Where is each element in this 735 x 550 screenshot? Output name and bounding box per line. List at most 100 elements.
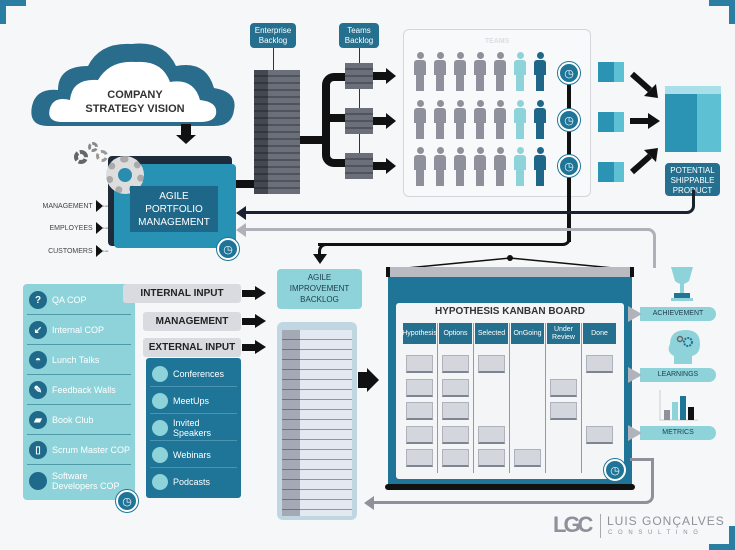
product-box-top: [665, 86, 721, 94]
team-member-icon: [433, 100, 447, 140]
team-member-icon: [453, 147, 467, 187]
kanban-column-divider: [509, 323, 510, 473]
stakeholder-customers: CUSTOMERS····: [48, 245, 109, 257]
external-input-label: EXTERNAL INPUT: [143, 338, 241, 357]
arrow-head: [628, 425, 642, 441]
gear-icon: [96, 150, 108, 162]
increment-box-icon: [598, 162, 624, 182]
kanban-column-header: Done: [583, 323, 616, 344]
kanban-card[interactable]: [550, 378, 577, 397]
team-member-icon: [533, 100, 547, 140]
improvement-line3: BACKLOG: [300, 295, 339, 304]
outcome-learnings: LEARNINGS: [640, 368, 716, 382]
external-item: Webinars: [150, 442, 237, 468]
team-member-icon: [433, 147, 447, 187]
arrow-right: [373, 162, 387, 170]
connector: [300, 136, 328, 144]
external-item-label: Conferences: [173, 368, 225, 379]
internal-item: ✎Feedback Walls: [27, 376, 131, 405]
handshake-icon: [152, 392, 168, 409]
kanban-column-header: Under Review: [547, 323, 580, 344]
kanban-card[interactable]: [406, 425, 433, 444]
portfolio-label: AGILE PORTFOLIO MANAGEMENT: [130, 186, 218, 232]
trophy-icon: [671, 267, 693, 301]
arrow-head: [628, 306, 642, 322]
teams-title: TEAMS: [484, 38, 510, 45]
management-input-label: MANAGEMENT: [143, 312, 241, 331]
external-item: Conferences: [150, 361, 237, 387]
kanban-column-header: Selected: [475, 323, 508, 344]
sprint-clock-icon: ◷: [558, 109, 580, 131]
kanban-column-header: Hypothesis: [402, 323, 437, 344]
improvement-backlog-tag: AGILE IMPROVEMENT BACKLOG: [277, 269, 362, 309]
internal-item-label: Scrum Master COP: [52, 445, 131, 455]
kanban-card[interactable]: [406, 449, 433, 467]
corner-decoration: [0, 0, 6, 24]
increment-box-icon: [598, 62, 624, 82]
external-item: MeetUps: [150, 388, 237, 414]
kanban-card[interactable]: [586, 425, 613, 444]
arrow-head: [386, 158, 396, 174]
cycle-clock-icon: ◷: [116, 490, 138, 512]
code-icon: [29, 471, 47, 490]
stakeholder-label: EMPLOYEES: [49, 224, 93, 232]
logo-sub: C O N S U L T I N G: [608, 530, 700, 536]
connector: [326, 114, 350, 122]
team-member-icon: [493, 100, 507, 140]
teams-to-improvement-line: [318, 232, 571, 246]
kanban-card[interactable]: [478, 449, 505, 467]
arrow-head: [386, 68, 396, 84]
portfolio-line2: PORTFOLIO: [145, 204, 203, 215]
kanban-card[interactable]: [586, 355, 613, 373]
cycle-clock-icon: ◷: [217, 238, 239, 260]
book-icon: ▰: [29, 411, 47, 429]
enterprise-backlog-side: [254, 70, 268, 194]
kanban-card[interactable]: [550, 402, 577, 420]
kanban-card[interactable]: [406, 355, 433, 373]
external-item: Invited Speakers: [150, 415, 237, 441]
team-backlog-cube: [345, 153, 373, 179]
teams-to-improvement-curve: [318, 243, 334, 255]
kanban-card[interactable]: [406, 402, 433, 420]
logo-name: LUIS GONÇALVES: [607, 514, 725, 528]
stakeholder-label: CUSTOMERS: [48, 247, 93, 255]
kanban-card[interactable]: [478, 355, 505, 373]
team-member-icon: [513, 147, 527, 187]
arrow-head: [628, 367, 642, 383]
increment-box-icon: [598, 112, 624, 132]
internal-item: ▯Scrum Master COP: [27, 436, 131, 465]
external-item-label: MeetUps: [173, 395, 210, 406]
corner-decoration: [709, 0, 735, 6]
arrow-right: [373, 72, 387, 80]
product-line2: SHIPPABLE: [670, 176, 715, 185]
kanban-card[interactable]: [442, 402, 469, 420]
cycle-clock-icon: ◷: [604, 459, 626, 481]
kanban-card[interactable]: [406, 378, 433, 397]
teams-backlog-tag: Teams Backlog: [339, 23, 379, 48]
internal-item: ▰Book Club: [27, 406, 131, 435]
kanban-card[interactable]: [442, 449, 469, 467]
tag-line: [273, 48, 274, 70]
internal-item-label: Feedback Walls: [52, 385, 116, 395]
arrow-head: [255, 314, 266, 328]
kanban-card[interactable]: [442, 355, 469, 373]
kanban-card[interactable]: [442, 425, 469, 444]
internal-item: ?QA COP: [27, 286, 131, 315]
stakeholder-management: MANAGEMENT····: [43, 200, 109, 212]
kanban-column-header: OnGoing: [511, 323, 544, 344]
kanban-card[interactable]: [478, 425, 505, 444]
team-backlog-cube: [345, 108, 373, 134]
arrow-head: [236, 206, 246, 220]
enterprise-backlog-line1: Enterprise: [254, 26, 292, 35]
arrow-right: [373, 117, 387, 125]
board-hanger: [385, 255, 635, 271]
cloud-line1: COMPANY: [107, 89, 163, 101]
team-member-icon: [453, 52, 467, 92]
kanban-card[interactable]: [514, 449, 541, 467]
kanban-card[interactable]: [442, 378, 469, 397]
improvement-line2: IMPROVEMENT: [289, 284, 350, 293]
kanban-title: HYPOTHESIS KANBAN BOARD: [434, 306, 585, 317]
down-arrow-head: [176, 135, 196, 144]
arrow-right: [242, 344, 256, 351]
internal-item-label: QA COP: [52, 295, 87, 305]
